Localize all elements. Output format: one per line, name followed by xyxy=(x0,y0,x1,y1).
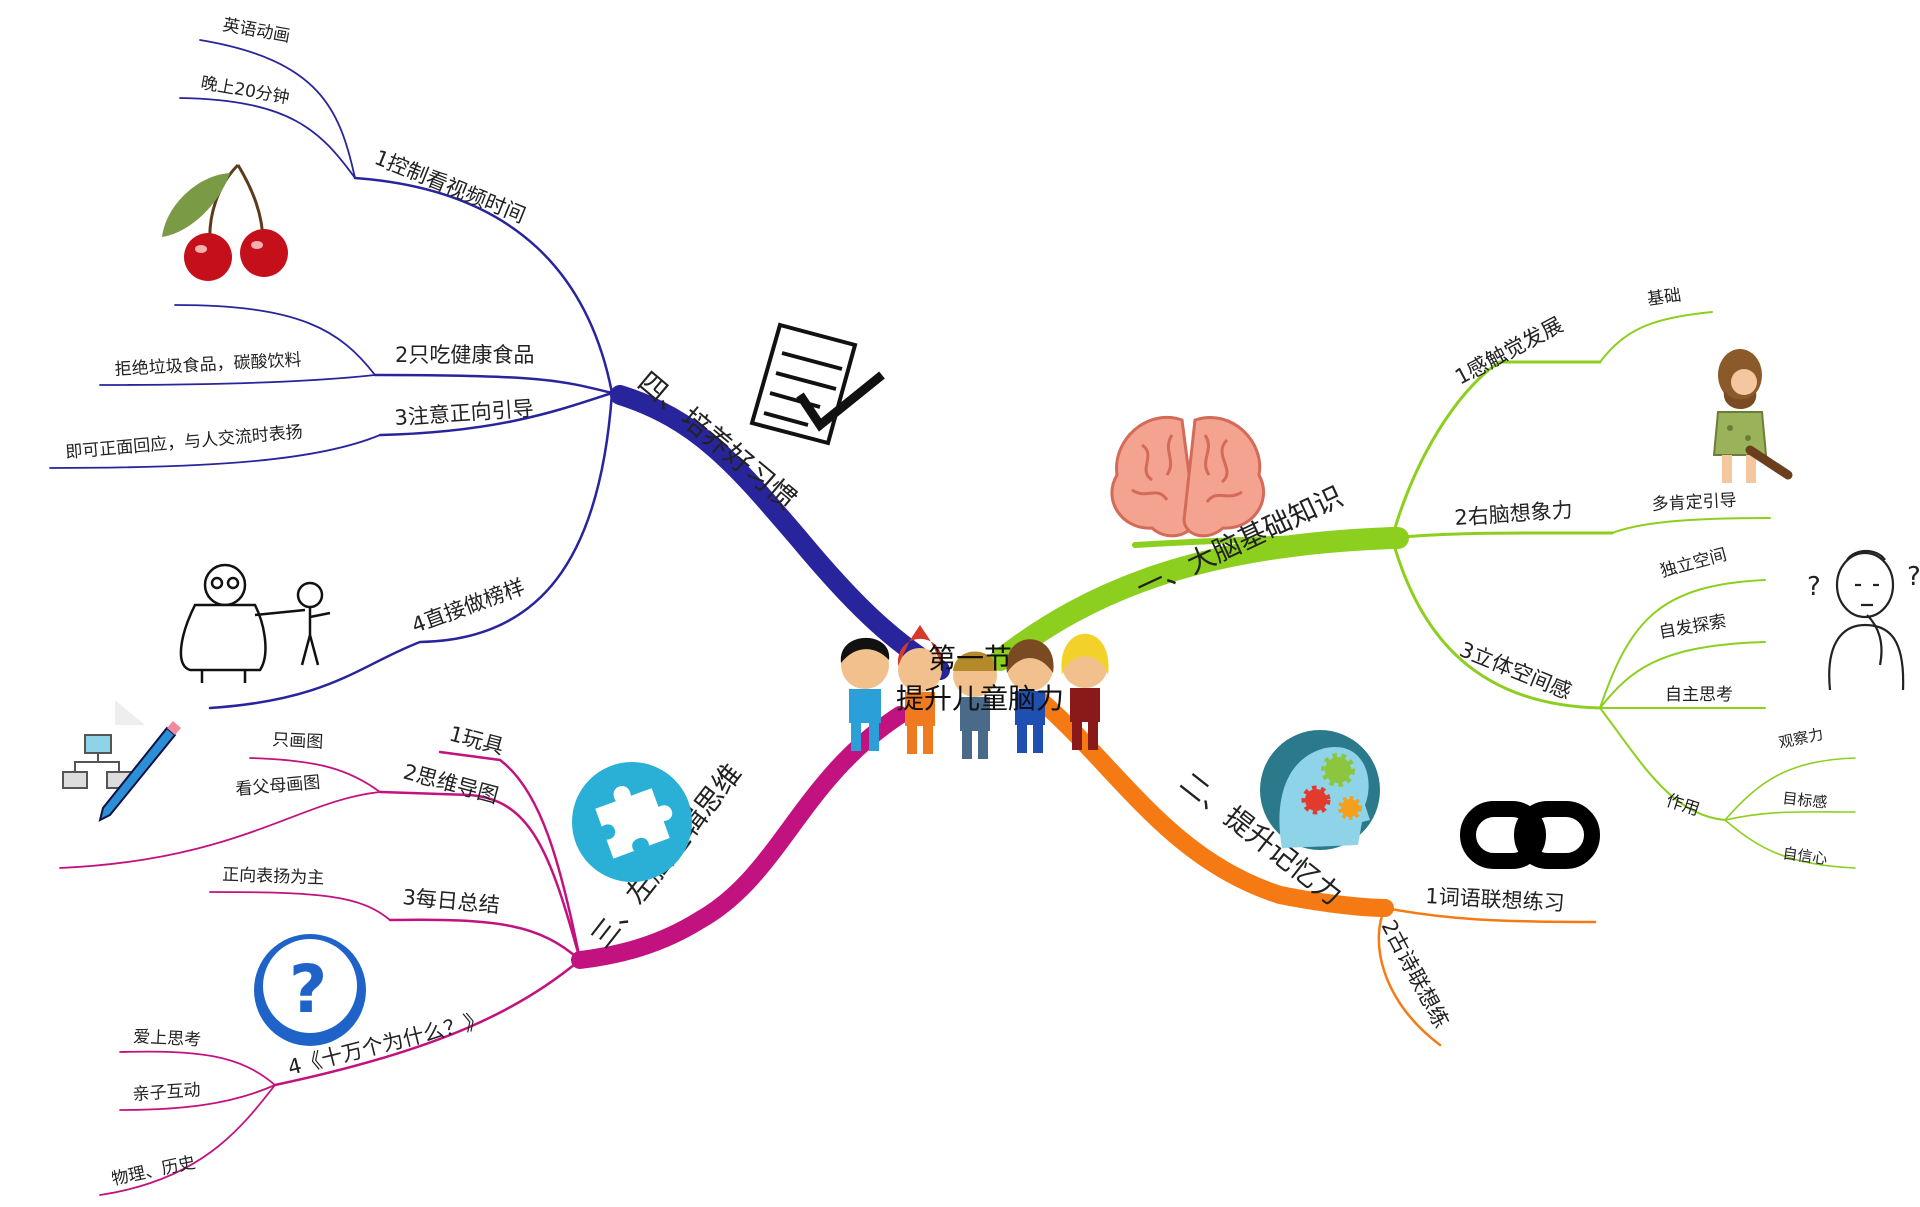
logic-summary-label: 3每日总结 xyxy=(402,885,501,917)
logic-why-leaf-2: 亲子互动 xyxy=(132,1080,201,1105)
brain-effect-leaf-3: 自信心 xyxy=(1781,844,1828,868)
chain-link-icon xyxy=(1468,809,1592,861)
center-title-line2: 提升儿童脑力 xyxy=(896,682,1064,715)
habit-guide-leaf: 即可正面回应，与人交流时表扬 xyxy=(65,422,304,463)
svg-text:?: ? xyxy=(1807,572,1821,602)
brain-space-leaf-3: 自主思考 xyxy=(1665,685,1733,705)
effect-to-goal xyxy=(1725,812,1855,820)
habit-video-leaf-1: 英语动画 xyxy=(221,15,291,47)
logic-summary-leaf: 正向表扬为主 xyxy=(222,865,325,889)
brain-to-right xyxy=(1392,533,1612,538)
memory-word-label: 1词语联想练习 xyxy=(1425,884,1565,915)
brain-icon xyxy=(1112,417,1264,535)
habit-to-food xyxy=(375,375,612,393)
habit-guide-label: 3注意正向引导 xyxy=(394,396,535,430)
summary-to-praise xyxy=(210,892,390,920)
cherries-icon xyxy=(162,165,288,281)
branch-habit-labels: 四、培养好习惯 1控制看视频时间 英语动画 晚上20分钟 2只吃健康食品 拒绝垃… xyxy=(65,15,803,637)
puzzle-icon xyxy=(572,762,692,882)
grandma-child-icon xyxy=(181,565,330,683)
habit-video-label: 1控制看视频时间 xyxy=(371,145,529,227)
logic-why-leaf-1: 爱上思考 xyxy=(133,1027,202,1051)
gears-head-icon xyxy=(1260,730,1380,850)
brain-effect-leaf-1: 观察力 xyxy=(1777,725,1825,752)
brain-right-leaf: 多肯定引导 xyxy=(1651,491,1737,515)
brain-space-leaf-1: 独立空间 xyxy=(1658,545,1729,582)
brain-effect-label: 作用 xyxy=(1663,791,1702,821)
thinking-person-icon: ? ? xyxy=(1807,551,1920,690)
logic-to-summary xyxy=(390,920,580,960)
habit-model-label: 4直接做榜样 xyxy=(409,575,528,638)
question-icon: ? xyxy=(254,934,366,1046)
right-to-affirm xyxy=(1612,518,1770,533)
logic-mindmap-leaf-2: 看父母画图 xyxy=(235,773,321,800)
mindmap-pencil-icon xyxy=(63,700,181,820)
video-to-evening xyxy=(180,98,355,178)
habit-food-label: 2只吃健康食品 xyxy=(395,343,534,367)
logic-mindmap-leaf-1: 只画图 xyxy=(272,730,324,753)
video-to-english xyxy=(200,40,355,178)
touch-to-base xyxy=(1600,312,1712,362)
svg-text:?: ? xyxy=(1907,562,1920,592)
logic-to-mindmap xyxy=(380,792,580,960)
space-to-effect xyxy=(1600,708,1725,820)
caveman-icon xyxy=(1714,349,1788,483)
brain-right-label: 2右脑想象力 xyxy=(1454,498,1574,530)
logic-mindmap-label: 2思维导图 xyxy=(401,760,501,808)
habit-food-leaf: 拒绝垃圾食品，碳酸饮料 xyxy=(114,350,302,380)
logic-why-leaf-3: 物理、历史 xyxy=(110,1153,197,1190)
brain-touch-leaf: 基础 xyxy=(1646,285,1682,310)
svg-text:?: ? xyxy=(289,951,327,1028)
brain-space-leaf-2: 自发探索 xyxy=(1657,611,1727,643)
brain-touch-label: 1感触觉发展 xyxy=(1451,313,1567,390)
center-title-line1: 第一节 xyxy=(928,642,1012,675)
memory-poem-label: 2古诗联想练 xyxy=(1377,916,1454,1032)
checklist-icon xyxy=(752,325,882,443)
branch-habit-main xyxy=(620,395,940,670)
brain-effect-leaf-2: 目标感 xyxy=(1782,789,1829,812)
